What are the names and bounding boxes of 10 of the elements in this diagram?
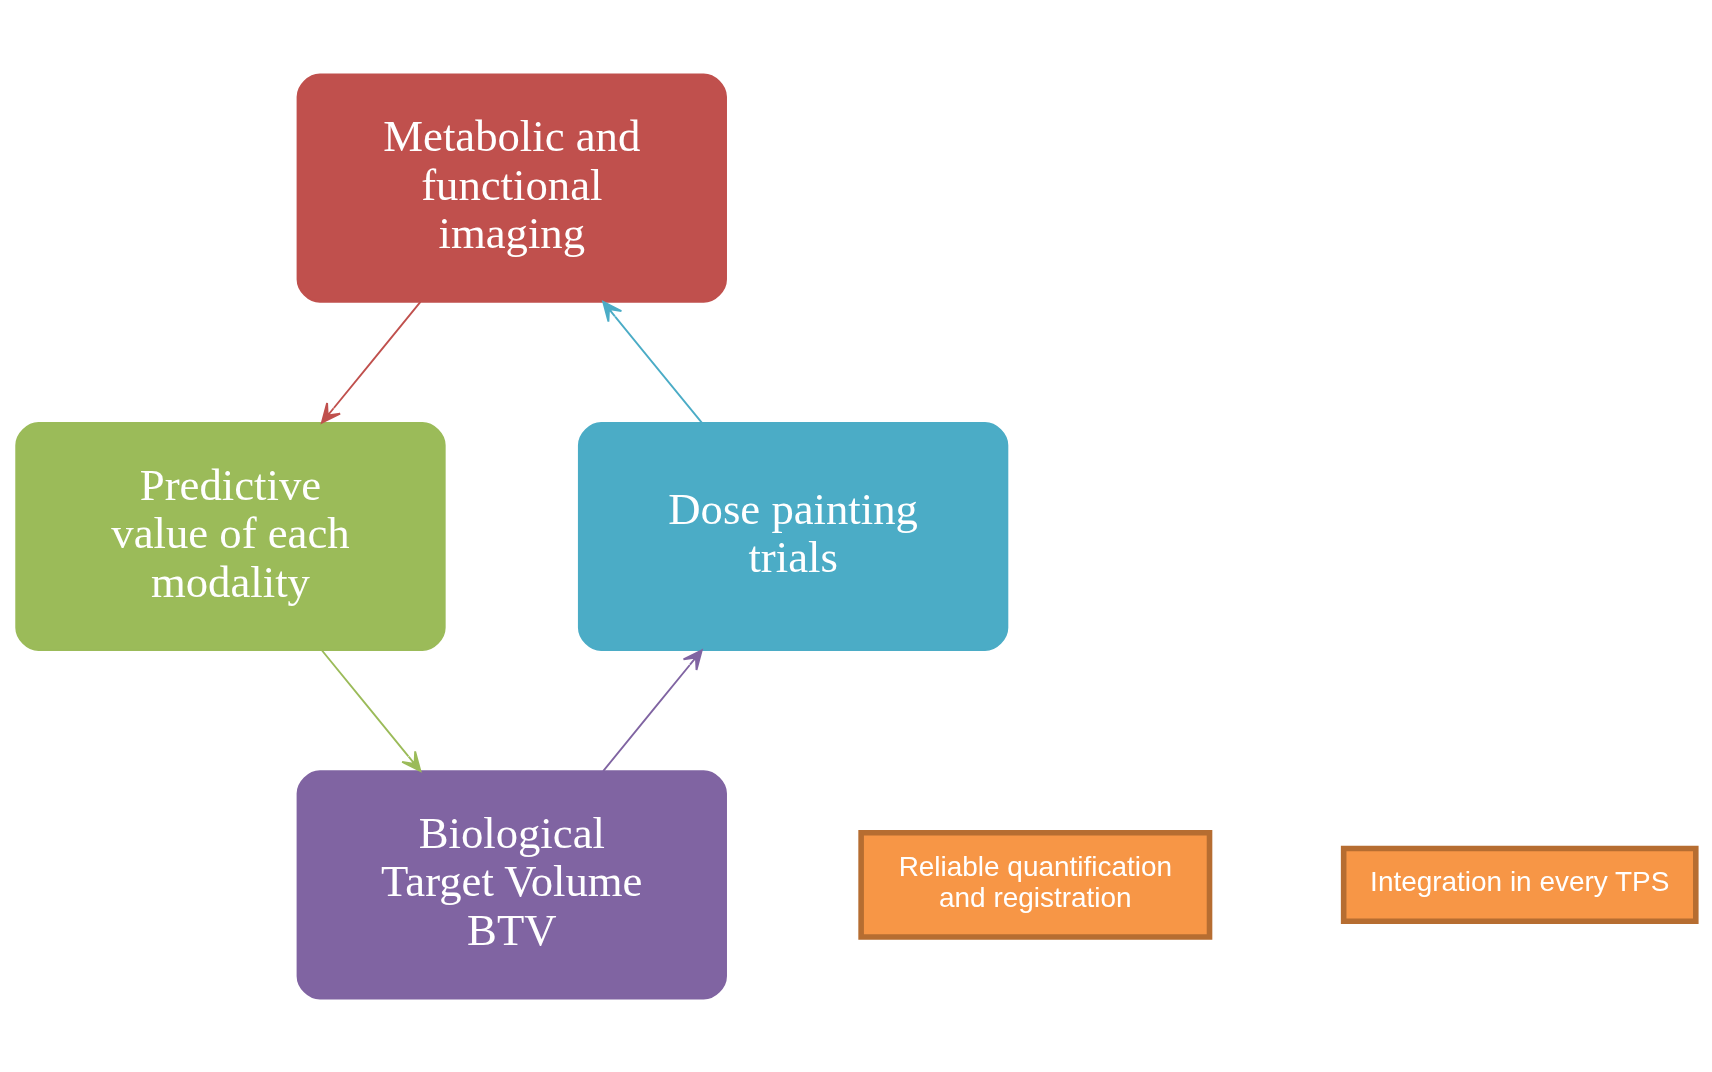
arrow xyxy=(320,300,422,424)
node-box: Metabolic and functional imaging xyxy=(296,73,727,303)
arrow xyxy=(602,300,703,424)
node-box: Integration in every TPS xyxy=(1340,845,1699,924)
node-box: Biological Target Volume BTV xyxy=(296,769,727,999)
node-box: Reliable quantification and registration xyxy=(858,829,1213,940)
arrow xyxy=(320,648,422,772)
node-box: Predictive value of each modality xyxy=(15,421,446,651)
arrow xyxy=(602,648,703,772)
node-box: Dose painting trials xyxy=(577,421,1009,651)
